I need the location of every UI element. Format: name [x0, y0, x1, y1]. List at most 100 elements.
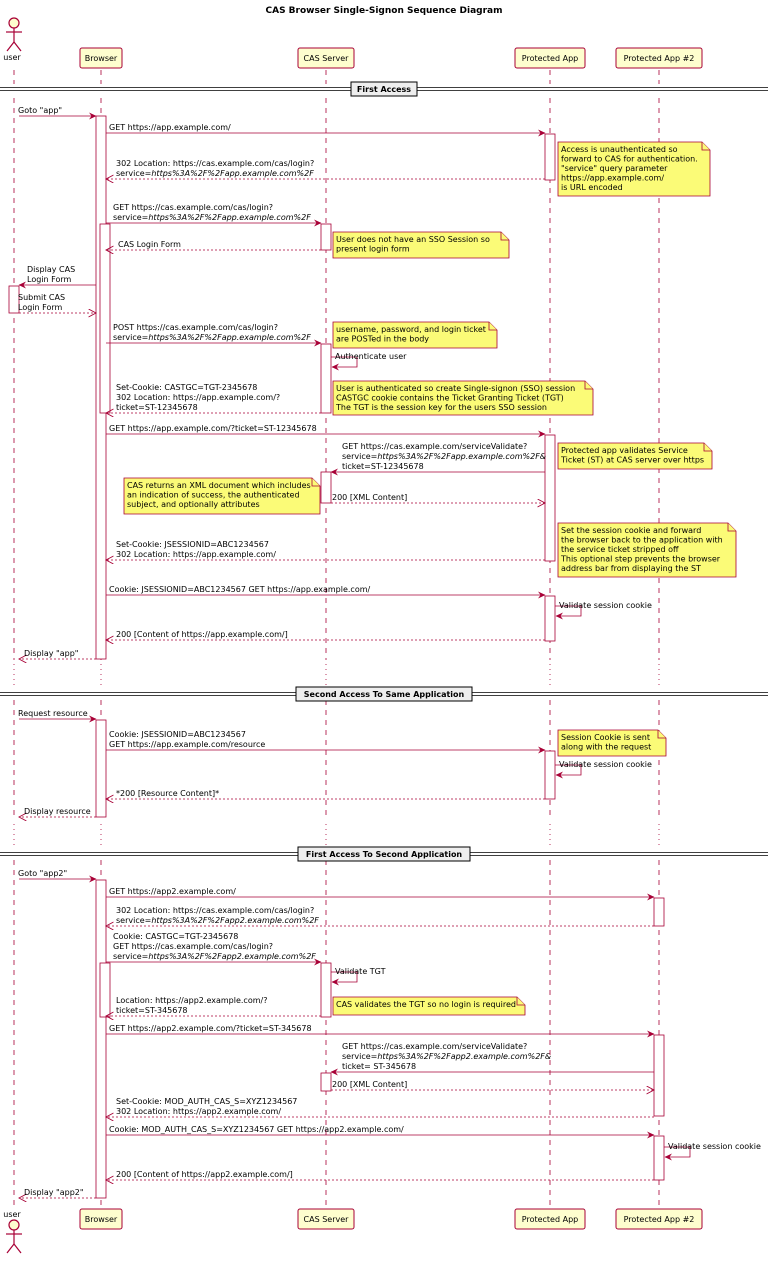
participant-label-app: Protected App	[522, 54, 578, 63]
participant-label-browser: Browser	[85, 1215, 118, 1224]
message: Goto "app2"	[18, 869, 97, 883]
message-label: Goto "app2"	[18, 869, 67, 878]
message: Cookie: JSESSIONID=ABC1234567 GET https:…	[106, 585, 546, 599]
self-message-arrow	[555, 605, 582, 620]
activation-browser	[95, 879, 107, 1199]
note-text: the service ticket stripped off	[561, 545, 679, 554]
message-label: Validate session cookie	[559, 601, 652, 610]
participant-browser: Browser	[79, 47, 123, 69]
activation-app2	[653, 1135, 665, 1181]
message: Set-Cookie: MOD_AUTH_CAS_S=XYZ1234567302…	[106, 1097, 654, 1117]
participant-app: Protected App	[514, 47, 586, 69]
message-label: service=https%3A%2F%2Fapp.example.com%2F	[113, 213, 311, 222]
note-box	[557, 522, 737, 578]
message-label: 200 [XML Content]	[332, 1080, 407, 1089]
note-text: User does not have an SSO Session so	[336, 235, 490, 244]
message-label: GET https://cas.example.com/cas/login?	[113, 203, 273, 212]
actor-leg-right	[13, 41, 22, 52]
message-label: 302 Location: https://cas.example.com/ca…	[116, 906, 314, 915]
note-text: CAS validates the TGT so no login is req…	[336, 1000, 516, 1009]
message-label: CAS Login Form	[118, 240, 181, 249]
message-label: Validate session cookie	[668, 1142, 761, 1151]
message: *200 [Resource Content]*	[106, 789, 545, 799]
message: Request resource	[18, 709, 97, 723]
activation-app	[544, 133, 556, 181]
participant-browser: Browser	[79, 1208, 123, 1230]
message: Validate TGT	[331, 967, 386, 986]
message-label: Display resource	[24, 807, 91, 816]
message: Location: https://app2.example.com/?tick…	[106, 996, 321, 1016]
message-label: ticket=ST-12345678	[116, 403, 198, 412]
participant-label-user: user	[3, 1210, 21, 1219]
message: Authenticate user	[331, 352, 407, 371]
self-message-arrow	[331, 356, 358, 371]
actor-head	[8, 1219, 20, 1231]
message-label: 302 Location: https://app2.example.com/	[116, 1107, 281, 1116]
message-label: Cookie: JSESSIONID=ABC1234567	[109, 730, 246, 739]
message-label: Goto "app"	[18, 106, 62, 115]
note-text: username, password, and login ticket	[336, 325, 486, 334]
note: CAS validates the TGT so no login is req…	[332, 996, 526, 1016]
actor-user: user	[3, 1210, 22, 1254]
message: POST https://cas.example.com/cas/login?s…	[106, 323, 322, 347]
note-text: CAS returns an XML document which includ…	[127, 481, 311, 490]
message-label: Cookie: CASTGC=TGT-2345678	[113, 932, 238, 941]
participant-label-browser: Browser	[85, 54, 118, 63]
actor-leg-left	[6, 41, 15, 52]
activation-cas	[320, 962, 332, 1018]
self-message-arrow	[555, 764, 582, 779]
message-label: POST https://cas.example.com/cas/login?	[113, 323, 278, 332]
participant-label-app2: Protected App #2	[624, 1215, 695, 1224]
note-box	[332, 321, 498, 349]
note-text: forward to CAS for authentication.	[561, 155, 698, 164]
message: GET https://app2.example.com/?ticket=ST-…	[106, 1024, 655, 1038]
message-label: GET https://app.example.com/resource	[109, 740, 265, 749]
message-label: GET https://cas.example.com/serviceValid…	[342, 442, 527, 451]
message-label: GET https://app2.example.com/?ticket=ST-…	[109, 1024, 312, 1033]
message-label: 200 [XML Content]	[332, 493, 407, 502]
message-label: Location: https://app2.example.com/?	[116, 996, 267, 1005]
message: CAS Login Form	[106, 240, 321, 250]
activation-app	[544, 750, 556, 800]
message: Display "app2"	[19, 1188, 96, 1198]
participant-app2: Protected App #2	[615, 47, 703, 69]
message: Display resource	[19, 807, 96, 817]
actor-user: user	[3, 17, 22, 62]
message-label: Cookie: MOD_AUTH_CAS_S=XYZ1234567 GET ht…	[109, 1125, 404, 1134]
note-text: Session Cookie is sent	[561, 733, 650, 742]
note: CAS returns an XML document which includ…	[123, 477, 321, 515]
note-box	[557, 442, 713, 470]
messages: Goto "app"GET https://app.example.com/30…	[18, 106, 761, 1198]
note-text: along with the request	[561, 743, 651, 752]
note-text: subject, and optionally attributes	[127, 500, 260, 509]
message: Cookie: MOD_AUTH_CAS_S=XYZ1234567 GET ht…	[106, 1125, 655, 1139]
message: Validate session cookie	[555, 760, 652, 779]
message-label: GET https://cas.example.com/serviceValid…	[342, 1042, 527, 1051]
participant-cas: CAS Server	[297, 47, 355, 69]
divider-box	[297, 846, 471, 862]
note-fold	[311, 478, 320, 487]
note-box	[332, 380, 594, 416]
participant-label-cas: CAS Server	[304, 1215, 350, 1224]
activation-browser	[99, 962, 111, 1018]
activation-bars	[8, 115, 665, 1199]
message: 302 Location: https://cas.example.com/ca…	[106, 159, 545, 179]
note-text: https://app.example.com/	[561, 174, 664, 183]
message-label: 200 [Content of https://app2.example.com…	[116, 1170, 293, 1179]
section-divider: First Access To Second Application	[0, 846, 768, 862]
activation-browser	[99, 223, 111, 414]
message: 200 [Content of https://app.example.com/…	[106, 630, 545, 640]
activation-user	[8, 285, 20, 314]
note-fold	[516, 997, 525, 1006]
note-fold	[584, 381, 593, 390]
divider-label: First Access	[357, 85, 411, 94]
note-text: is URL encoded	[561, 183, 623, 192]
message: GET https://app.example.com/?ticket=ST-1…	[106, 424, 546, 438]
self-message-arrow	[331, 971, 358, 986]
